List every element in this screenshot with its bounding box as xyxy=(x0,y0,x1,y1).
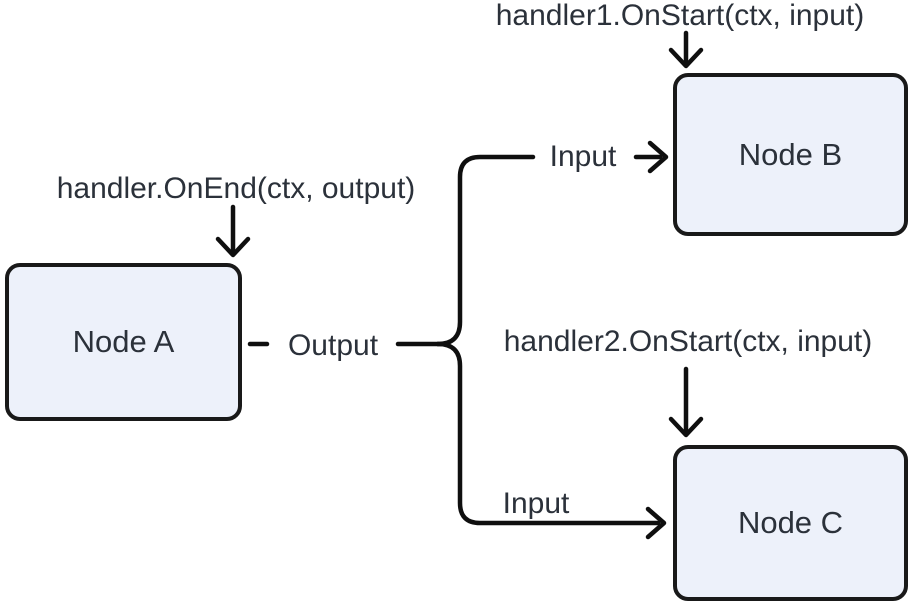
arrow-head xyxy=(645,506,667,540)
node-a: Node A xyxy=(5,263,242,421)
node-c-label: Node C xyxy=(737,505,844,540)
handler1-onstart-arrow-down-icon xyxy=(668,30,704,69)
input-edge-label-node-b: Input xyxy=(549,140,617,173)
fork-branch-upper xyxy=(435,154,536,347)
input-edge-label-node-c: Input xyxy=(502,487,570,520)
handler2-onstart-annotation: handler2.OnStart(ctx, input) xyxy=(503,325,873,358)
output-edge-label: Output xyxy=(287,329,379,362)
node-c: Node C xyxy=(673,445,908,601)
arrow-shaft xyxy=(435,341,661,526)
node-b: Node B xyxy=(673,73,908,236)
node-b-label: Node B xyxy=(738,136,843,172)
handler1-onstart-annotation: handler1.OnStart(ctx, input) xyxy=(495,0,865,32)
arrow-head xyxy=(647,140,669,174)
node-a-label: Node A xyxy=(72,324,175,359)
arrow-head xyxy=(215,236,251,258)
handler-onend-arrow-down-icon xyxy=(215,204,251,258)
fork-branch-lower xyxy=(435,341,667,540)
handler-onend-annotation: handler.OnEnd(ctx, output) xyxy=(56,172,416,205)
arrow-head xyxy=(668,416,704,438)
input-arrow-right-icon xyxy=(633,140,669,174)
arrow-head xyxy=(668,47,704,69)
handler2-onstart-arrow-down-icon xyxy=(668,366,704,438)
